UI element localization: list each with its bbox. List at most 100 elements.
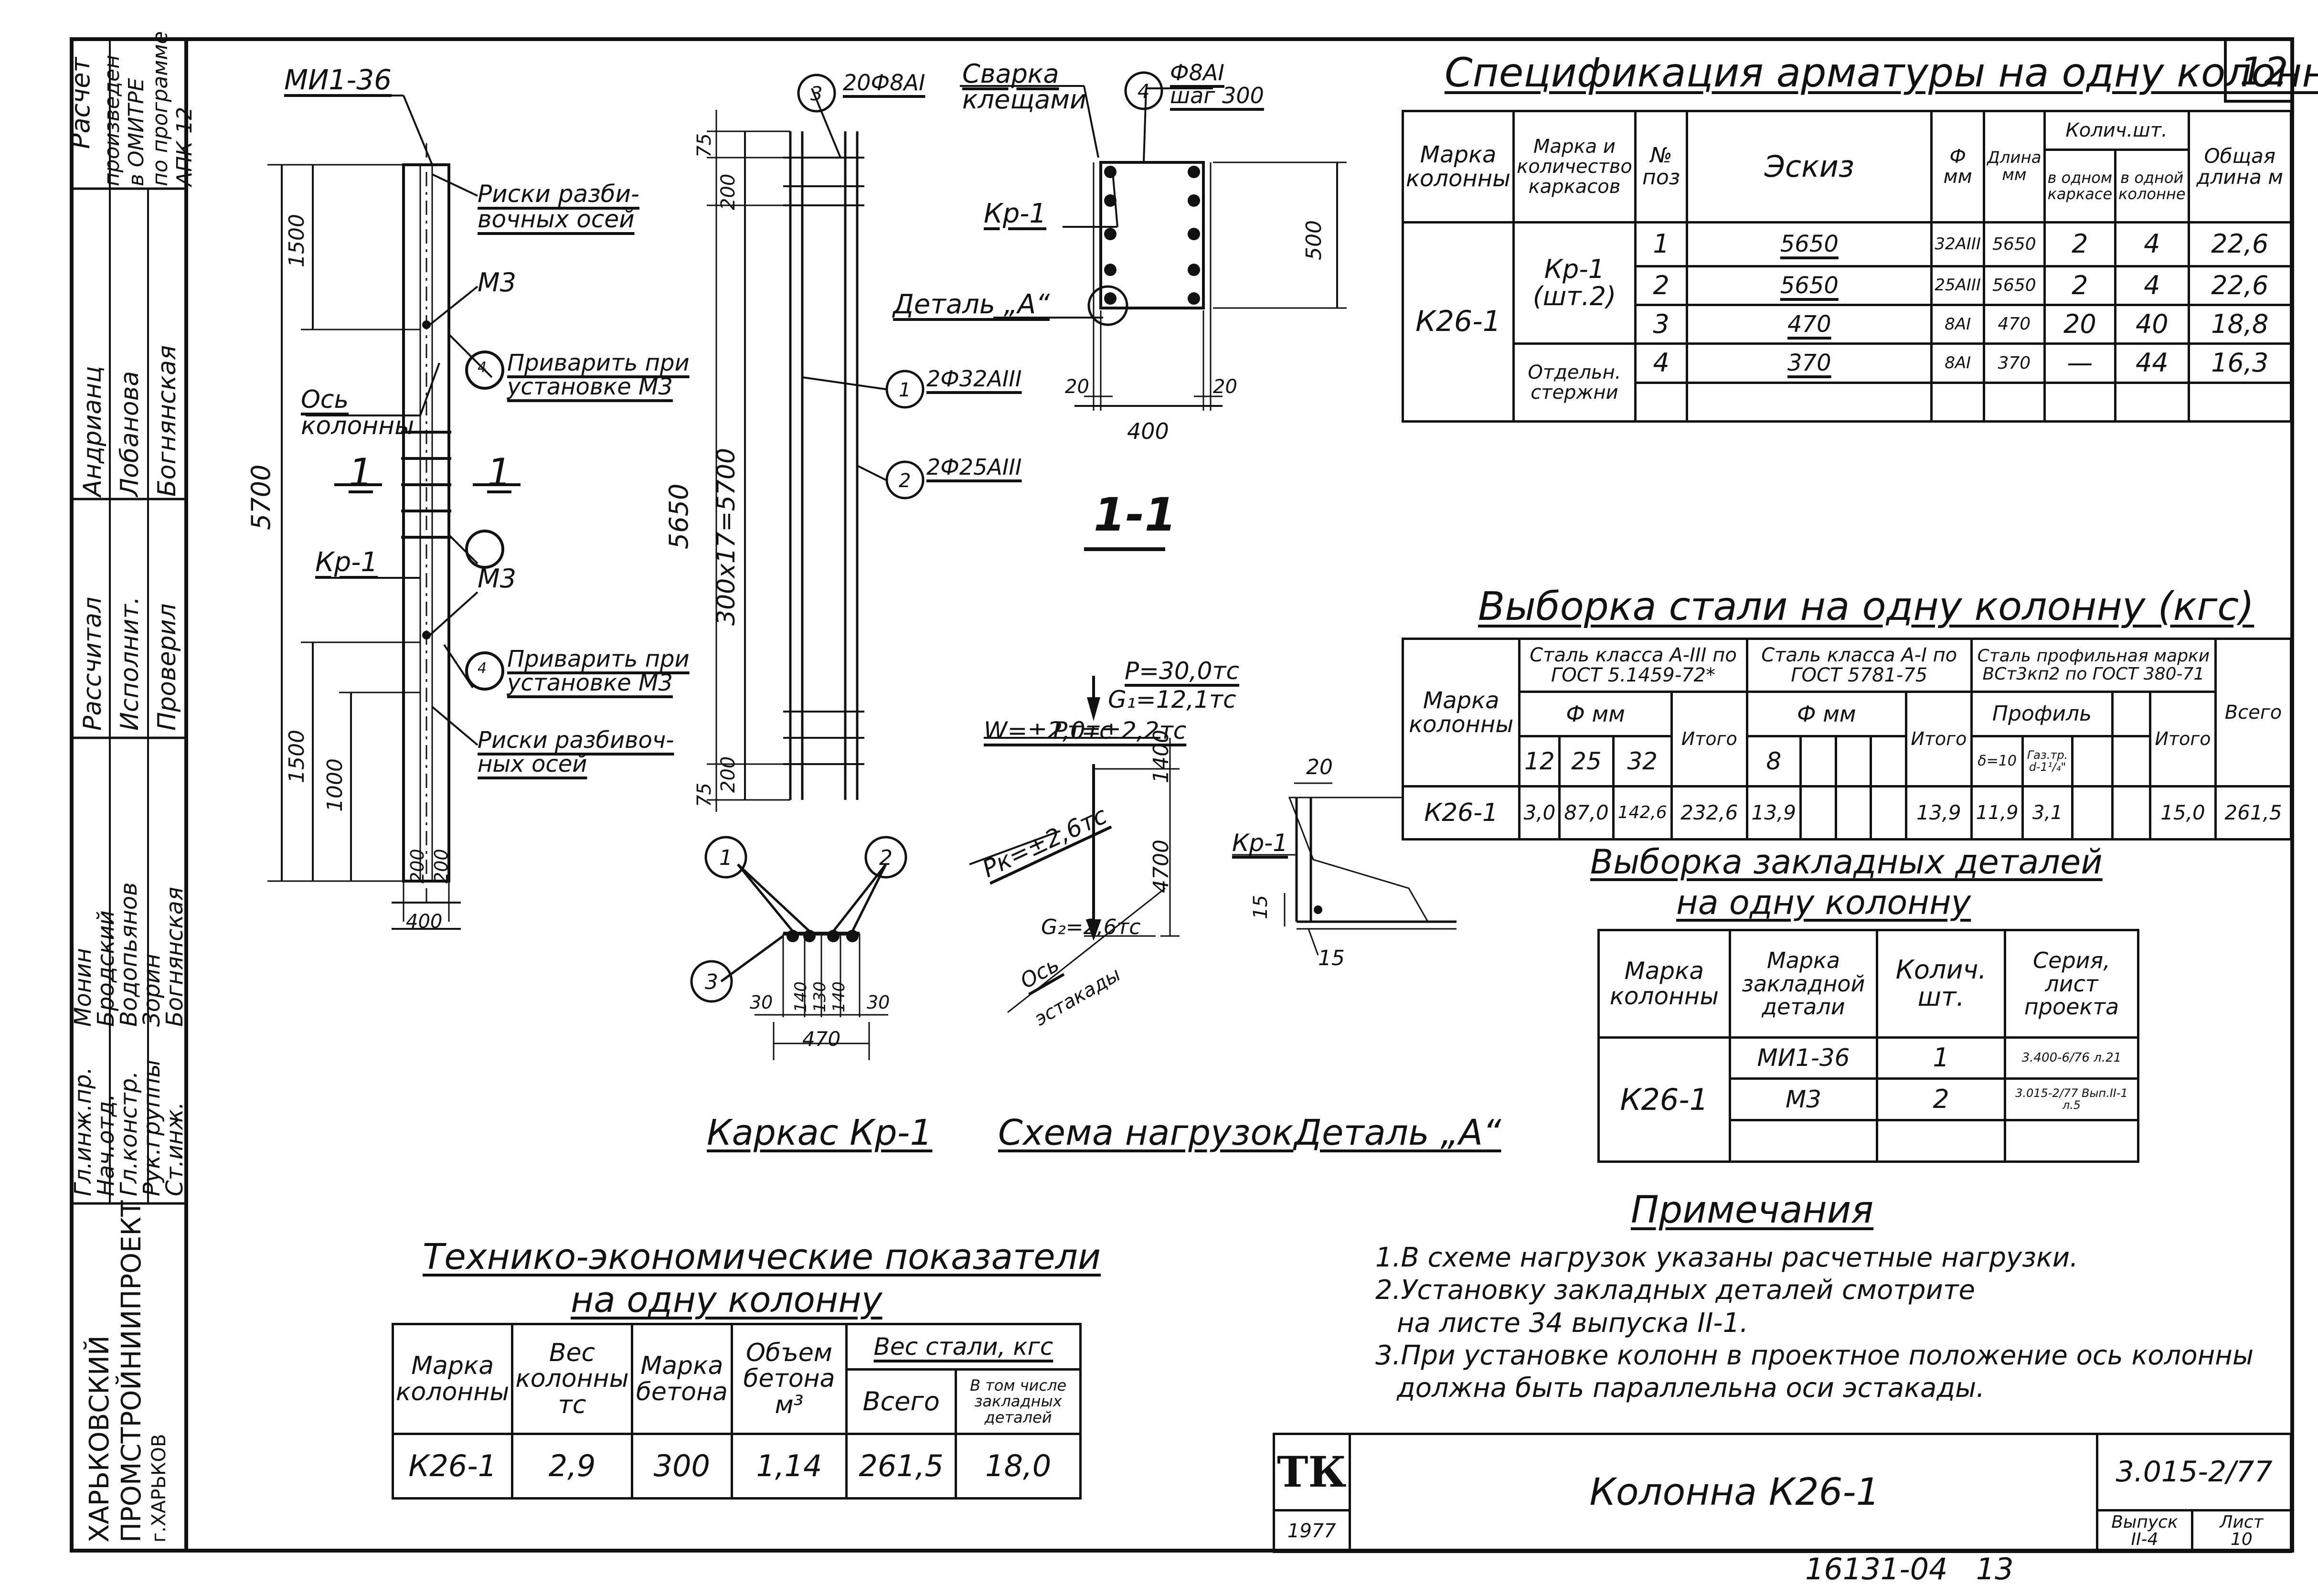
section-detail-ref: Деталь „А“ bbox=[893, 289, 1050, 320]
load-p: Р=30,0тс bbox=[1125, 657, 1239, 685]
section-kp: Кр-1 bbox=[984, 198, 1047, 229]
section-bar4: Ф8АI шаг 300 bbox=[1170, 61, 1264, 107]
detail-dim-15b: 15 bbox=[1318, 946, 1345, 970]
steel-row-mark: К26-1 bbox=[1401, 785, 1521, 841]
elev-weld-1b: установке М3 bbox=[507, 373, 673, 401]
spec-total-3: 18,8 bbox=[2187, 304, 2293, 345]
steel-h-prof: Сталь профильная марки ВСт3кп2 по ГОСТ 3… bbox=[1970, 638, 2217, 693]
steel-h-itogo2: Итого bbox=[1904, 690, 1973, 788]
embed-h-qty: Колич. шт. bbox=[1876, 929, 2006, 1039]
spec-len-2: 5650 bbox=[1983, 265, 2046, 307]
spec-dia-1: 32АIII bbox=[1930, 221, 1986, 267]
frame-circle-2: 2 bbox=[899, 470, 911, 492]
elev-riski-2b: ных осей bbox=[478, 751, 587, 778]
steel-sub-25: 25 bbox=[1558, 735, 1615, 788]
steel-sub-8: 8 bbox=[1745, 735, 1802, 788]
tep-h-steel-total: Всего bbox=[845, 1368, 957, 1435]
load-g1: G₁=12,1тс bbox=[1108, 686, 1236, 713]
title-sheet: Лист 10 bbox=[2190, 1509, 2293, 1553]
steel-sub-plate: δ=10 bbox=[1970, 735, 2024, 788]
steel-sub-32: 32 bbox=[1612, 735, 1673, 788]
frame-circle-3: 3 bbox=[810, 83, 823, 105]
note-2: 2.Установку закладных деталей смотрите bbox=[1375, 1275, 1975, 1306]
elev-weld-2: Приварить при установке М3 bbox=[507, 647, 690, 695]
embed-title-1: Выборка закладных деталей bbox=[1590, 842, 2103, 882]
spec-len-1: 5650 bbox=[1983, 221, 2046, 267]
cs-dim-30a: 30 bbox=[750, 992, 773, 1013]
tep-volume: 1,14 bbox=[731, 1433, 848, 1500]
embed-h-part: Марка закладной детали bbox=[1728, 929, 1879, 1039]
note-3b: должна быть параллельна оси эстакады. bbox=[1397, 1373, 1985, 1404]
elev-section-mark-right: 1 bbox=[487, 450, 511, 495]
elev-circle-4a: 4 bbox=[478, 359, 487, 376]
section-title: 1-1 bbox=[1094, 488, 1177, 542]
elev-kp-label: Кр-1 bbox=[315, 547, 378, 578]
elev-riski-2: Риски разбивоч- ных осей bbox=[478, 728, 674, 777]
steel-h-a3: Сталь класса А-III по ГОСТ 5.1459-72* bbox=[1518, 638, 1748, 693]
caption-frame: Каркас Кр-1 bbox=[707, 1112, 933, 1153]
spec-frame-qty-2: 2 bbox=[2043, 265, 2117, 307]
cs-circle-1: 1 bbox=[719, 846, 733, 870]
elev-riski-1a: Риски разби- bbox=[478, 180, 640, 208]
tep-h-weight: Вес колонны тс bbox=[511, 1323, 633, 1435]
spec-len-4: 370 bbox=[1983, 342, 2046, 384]
tep-h-steel-embedded: В том числе закладных деталей bbox=[955, 1368, 1082, 1435]
steel-val-itogo2: 13,9 bbox=[1904, 785, 1973, 841]
spec-col-qty-2: 4 bbox=[2114, 265, 2190, 307]
spec-separate-group: Отдельн. стержни bbox=[1512, 342, 1637, 423]
spec-h-total: Общая длина м bbox=[2187, 110, 2293, 223]
steel-h-phi2: Ф мм bbox=[1745, 690, 1907, 738]
steel-val-8: 13,9 bbox=[1745, 785, 1802, 841]
spec-sketch-1: 5650 bbox=[1686, 221, 1933, 267]
steel-val-pipe: 3,1 bbox=[2021, 785, 2073, 841]
steel-h-a1: Сталь класса А-I по ГОСТ 5781-75 bbox=[1745, 638, 1973, 693]
spec-dia-3: 8АI bbox=[1930, 304, 1986, 345]
frame-circle-1: 1 bbox=[899, 379, 911, 401]
spec-h-pos: № поз bbox=[1634, 110, 1689, 223]
title-logo: ТК bbox=[1273, 1433, 1351, 1511]
spec-len-3: 470 bbox=[1983, 304, 2046, 345]
tep-h-concrete: Марка бетона bbox=[630, 1323, 734, 1435]
elev-section-mark-left: 1 bbox=[349, 450, 373, 495]
steel-h-total: Всего bbox=[2214, 637, 2293, 788]
title-name: Колонна К26-1 bbox=[1348, 1433, 2099, 1553]
frame-bar1: 2Ф32АIII bbox=[926, 366, 1022, 392]
tep-steel-total: 261,5 bbox=[845, 1433, 957, 1500]
title-year: 1977 bbox=[1273, 1509, 1351, 1553]
embed-part-2: М3 bbox=[1728, 1077, 1879, 1122]
embed-h-series: Серия, лист проекта bbox=[2003, 929, 2140, 1039]
frame-bar2: 2Ф25АIII bbox=[926, 454, 1022, 480]
spec-table: Марка колонны Марка и количество каркасо… bbox=[1401, 109, 2293, 423]
note-2b: на листе 34 выпуска II-1. bbox=[1397, 1307, 1749, 1339]
tep-concrete: 300 bbox=[630, 1433, 734, 1500]
elev-mi-label: МИ1-36 bbox=[284, 64, 392, 96]
steel-h-profile: Профиль bbox=[1970, 690, 2114, 738]
detail-kp: Кр-1 bbox=[1232, 829, 1288, 857]
cs-circle-3: 3 bbox=[705, 970, 718, 994]
note-3: 3.При установке колонн в проектное полож… bbox=[1375, 1340, 2254, 1371]
steel-sub-pipe: Газ.тр. d-1¹/₄" bbox=[2021, 735, 2073, 788]
steel-val-plate: 11,9 bbox=[1970, 785, 2024, 841]
spec-col-qty-1: 4 bbox=[2114, 221, 2190, 267]
spec-frame-qty-1: 2 bbox=[2043, 221, 2117, 267]
embed-h-mark: Марка колонны bbox=[1597, 929, 1731, 1039]
spec-sketch-4: 370 bbox=[1686, 342, 1933, 384]
spec-h-len: Длина мм bbox=[1983, 110, 2046, 223]
note-1: 1.В схеме нагрузок указаны расчетные наг… bbox=[1375, 1242, 2078, 1273]
embed-series-2: 3.015-2/77 Вып.II-1 л.5 bbox=[2003, 1077, 2140, 1122]
spec-frame-group: Кр-1 (шт.2) bbox=[1512, 221, 1637, 345]
steel-val-total: 261,5 bbox=[2214, 785, 2293, 841]
load-pt: Pт=±2,2тс bbox=[1053, 717, 1187, 745]
steel-h-itogo3: Итого bbox=[2149, 690, 2217, 788]
elev-riski-2a: Риски разбивоч- bbox=[478, 727, 674, 754]
spec-total-2: 22,6 bbox=[2187, 265, 2293, 307]
elev-riski-1: Риски разби- вочных осей bbox=[478, 181, 639, 232]
spec-pos-3: 3 bbox=[1634, 304, 1689, 345]
spec-pos-2: 2 bbox=[1634, 265, 1689, 307]
frame-bar3: 20Ф8АI bbox=[843, 70, 925, 96]
title-issue: Выпуск II-4 bbox=[2096, 1509, 2193, 1553]
